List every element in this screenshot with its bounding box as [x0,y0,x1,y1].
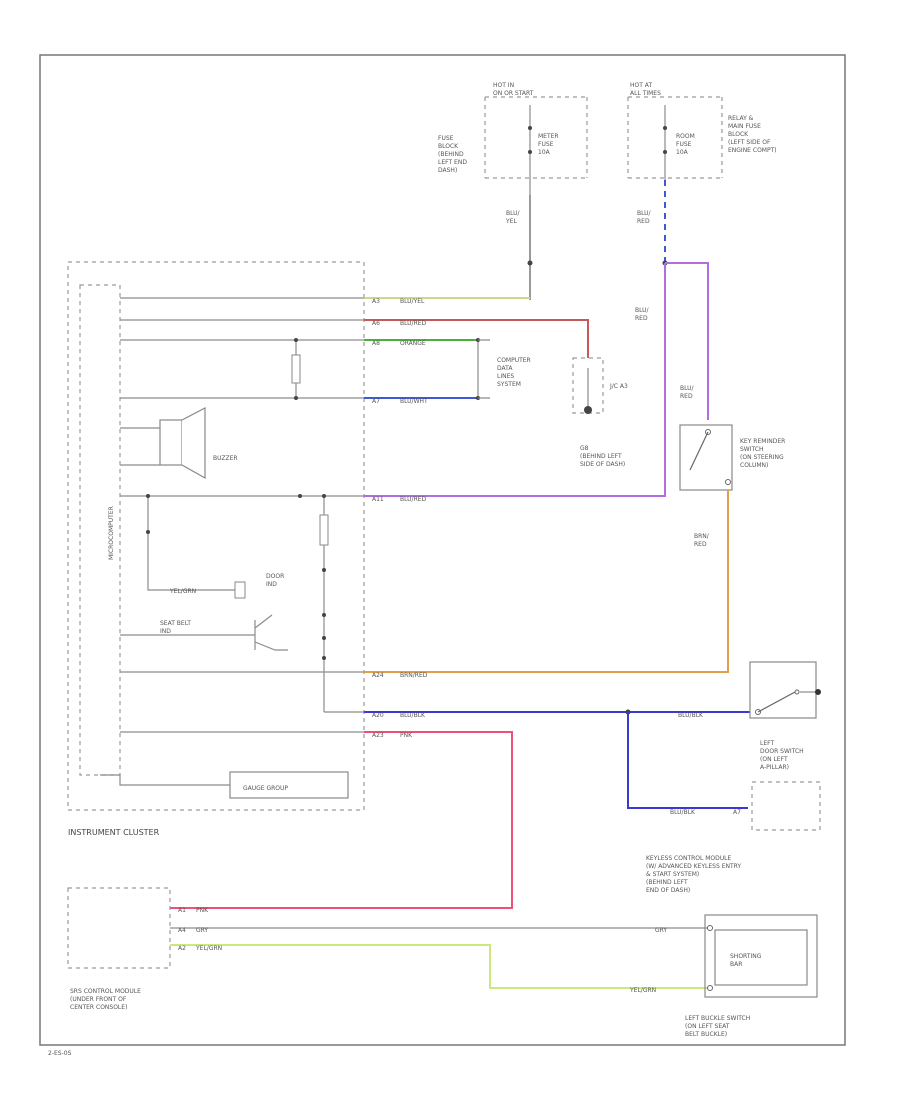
buzzer: BUZZER [120,407,238,480]
wire-label-a3: BLU/YEL [400,298,425,305]
wire-label-a11: BLU/RED [400,496,427,503]
pin-srs-a1: A1 [178,907,186,914]
wire-a11-blu-red [364,263,666,497]
wire-label-brn-red: BRN/RED [694,533,710,548]
pin-a8: A8 [372,340,380,347]
pin-a3: A3 [372,298,380,305]
wire-label-blu-blk-right: BLU/BLK [678,712,704,719]
wire-label-blu-red-mid: BLU/RED [635,307,650,322]
wire-label-yel-grn-sw: YEL/GRN [195,945,222,952]
gauge-group-box [229,771,349,799]
jc-label: J/C A3 [609,383,628,390]
wire-label-a23: PNK [400,732,413,739]
srs-module-box [67,887,171,969]
wire-label-blu-red-low: BLU/RED [680,385,695,400]
diagram-border [39,54,846,1046]
pin-srs-a2: A2 [178,945,186,952]
wire-label-blu-yel: BLU/YEL [505,210,521,225]
pin-a6: A6 [372,320,380,327]
wire-label-blu-blk-keyless: BLU/BLK [670,809,696,816]
wire-label-a8: ORANGE [400,340,426,347]
keyless-module-label: KEYLESS CONTROL MODULE(W/ ADVANCED KEYLE… [646,855,741,894]
wire-label-gry-sw: GRY [196,927,208,934]
microcomputer-box [79,284,121,776]
wire-label-yel-grn-right: YEL/GRN [629,987,656,994]
pin-a24: A24 [372,672,384,679]
pin-a20: A20 [372,712,384,719]
pin-a7: A7 [372,398,380,405]
wire-blu-red-key [665,262,709,420]
pin-srs-a4: A4 [178,927,186,934]
ground-g501 [584,406,592,414]
pin-keyless-a7: A7 [733,809,741,816]
wire-a6-blu-red [364,319,589,358]
wire-a2-yel-grn [170,944,710,989]
wire-label-yel-grn-door: YEL/GRN [169,588,196,595]
wire-a24-brn-red [364,490,729,673]
wire-a23-pnk [170,731,513,909]
wire-label-a24: BRN/RED [400,672,428,679]
wire-label-pnk-sw: PNK [196,907,209,914]
wire-label-a7: BLU/WHT [400,398,428,405]
wire-blu-blk-keyless [627,712,748,809]
instrument-cluster-label: INSTRUMENT CLUSTER [68,828,160,837]
wire-label-a20: BLU/BLK [400,712,426,719]
instrument-cluster-box [67,261,365,811]
buzzer-label: BUZZER [213,455,238,462]
gauge-group-label: GAUGE GROUP [243,785,288,792]
wire-label-a6: BLU/RED [400,320,427,327]
wire-label-blu-red-top: BLU/RED [637,210,652,225]
keyless-module-box [751,781,821,831]
pin-a23: A23 [372,732,384,739]
wire-label-gry-right: GRY [655,927,667,934]
pin-a11: A11 [372,496,384,503]
instrument-cluster: MICROCOMPUTER INSTRUMENT CLUSTER [67,261,365,837]
diagram-code: 2-ES-0S [48,1050,72,1057]
microcomputer-label: MICROCOMPUTER [108,506,115,560]
